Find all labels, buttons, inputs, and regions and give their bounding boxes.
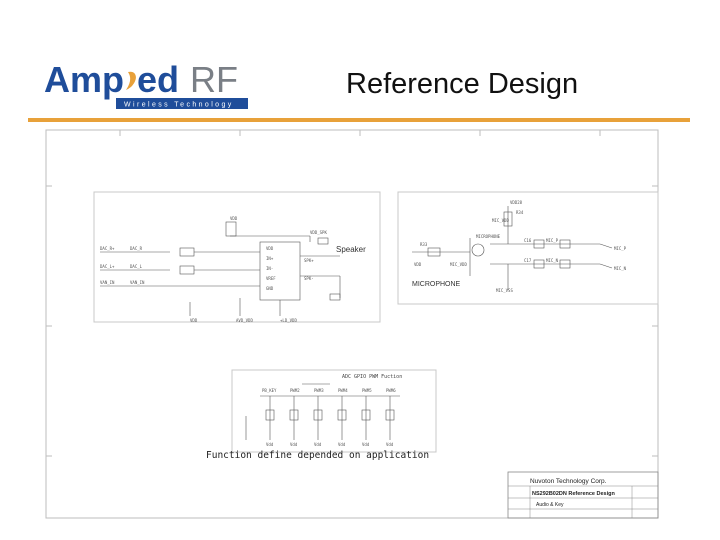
amped-rf-logo: Amp ed RF Wireless Technology [44,59,248,109]
svg-text:Vdd: Vdd [314,442,322,447]
svg-text:Vdd: Vdd [386,442,394,447]
title-block-design: NS292B02DN Reference Design [532,491,615,497]
title-block-company: Nuvoton Technology Corp. [530,478,607,485]
svg-text:MIC_P: MIC_P [546,238,559,243]
speaker-label: Speaker [336,245,366,254]
gpio-block-border [231,369,437,453]
gpio-circuit [245,383,400,440]
svg-text:MIC_N: MIC_N [614,266,627,271]
svg-text:PWM2: PWM2 [290,388,300,393]
svg-text:GND: GND [266,286,274,291]
logo-brand-ed: ed [137,59,179,100]
logo-tagline-bar [116,98,248,109]
title-block: Nuvoton Technology Corp. NS292B02DN Refe… [507,471,659,519]
svg-text:VDD: VDD [266,246,274,251]
microphone-block-border [397,191,659,305]
schematic-drawing: DAC_R+ DAC_L+ VAN_IN DAC_R DAC_L VAN_IN VDD I… [45,129,659,519]
svg-text:IN-: IN- [266,266,273,271]
svg-text:MIC_VDD: MIC_VDD [450,262,467,267]
svg-text:VDD: VDD [190,318,198,323]
svg-text:VAN_IN: VAN_IN [100,280,115,285]
svg-text:R33: R33 [420,242,428,247]
svg-text:DAC_R: DAC_R [130,246,143,251]
svg-text:VDD: VDD [414,262,422,267]
svg-text:PB_KEY: PB_KEY [262,388,277,393]
speaker-circuit [100,221,341,316]
svg-text:MICROPHONE: MICROPHONE [476,234,501,239]
svg-text:DAC_L+: DAC_L+ [100,264,115,269]
microphone-label: MICROPHONE [412,281,461,288]
svg-text:MIC_VDD: MIC_VDD [492,218,509,223]
svg-text:Vdd: Vdd [362,442,370,447]
schematic-frame [45,129,659,519]
svg-text:VREF: VREF [266,276,276,281]
svg-text:PWM3: PWM3 [314,388,324,393]
speaker-block-border [93,191,381,323]
slide-title: Reference Design [346,68,579,100]
svg-text:PWM4: PWM4 [338,388,348,393]
microphone-circuit [412,206,613,290]
svg-text:SPK+: SPK+ [304,258,314,263]
svg-text:Vdd: Vdd [290,442,298,447]
svg-text:SPK-: SPK- [304,276,314,281]
speaker-net-labels: DAC_R+ DAC_L+ VAN_IN DAC_R DAC_L VAN_IN VDD I… [100,216,327,323]
function-note: Function define depended on application [206,450,429,461]
svg-text:DAC_L: DAC_L [130,264,143,269]
svg-text:PWM5: PWM5 [362,388,372,393]
svg-text:C17: C17 [524,258,532,263]
gpio-net-labels: PB_KEY PWM2 PWM3 PWM4 PWM5 PWM6 Vdd Vdd Vdd Vd… [262,388,396,447]
svg-text:VDD28: VDD28 [510,200,523,205]
svg-text:VAN_IN: VAN_IN [130,280,145,285]
svg-text:C16: C16 [524,238,532,243]
frame-ticks [46,130,658,457]
title-divider [28,118,690,122]
svg-text:PWM6: PWM6 [386,388,396,393]
logo-tagline: Wireless Technology [124,102,234,109]
svg-text:MIC_P: MIC_P [614,246,627,251]
logo-swoosh-icon [126,71,136,90]
logo-brand-rf: RF [190,59,238,100]
title-block-sheet-title: Audio & Key [536,502,564,508]
svg-text:DAC_R+: DAC_R+ [100,246,115,251]
svg-text:+LD_VDD: +LD_VDD [280,318,297,323]
logo-brand-amp: Amp [44,59,124,100]
svg-text:MIC_VSS: MIC_VSS [496,288,513,293]
svg-text:Vdd: Vdd [266,442,274,447]
svg-text:VDD: VDD [230,216,238,221]
svg-text:Vdd: Vdd [338,442,346,447]
svg-text:IN+: IN+ [266,256,274,261]
svg-text:MIC_N: MIC_N [546,258,559,263]
svg-text:R34: R34 [516,210,524,215]
svg-text:AVD_VDD: AVD_VDD [236,318,253,323]
svg-text:VDD_SPK: VDD_SPK [310,230,327,235]
gpio-header: ADC GPIO PWM Fuction [342,374,402,380]
